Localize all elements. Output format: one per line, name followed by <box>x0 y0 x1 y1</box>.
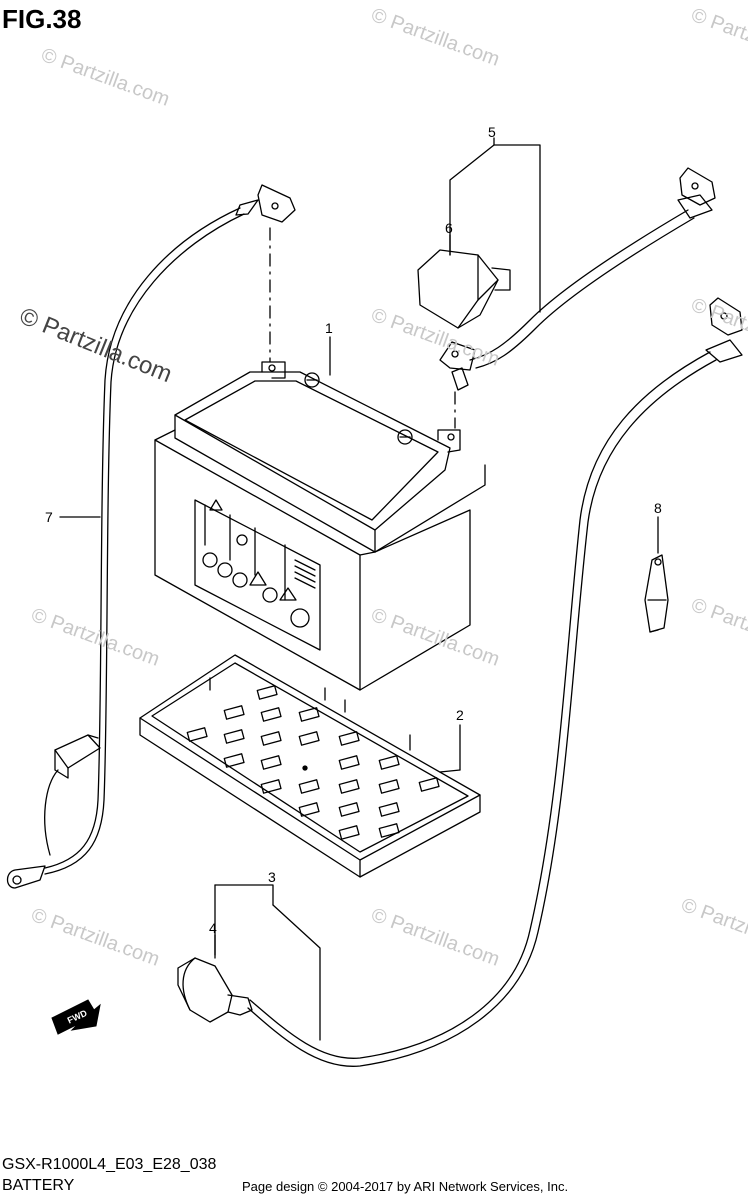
cable-part-3[interactable] <box>247 297 743 1067</box>
callout-1: 1 <box>325 320 333 336</box>
callout-6: 6 <box>445 220 453 236</box>
watermark: © Partzilla.com <box>688 594 748 661</box>
callout-8: 8 <box>654 500 662 516</box>
callout-3: 3 <box>268 869 276 885</box>
watermarks: © Partzilla.com © Partzilla.com © Partzi… <box>16 4 748 971</box>
callout-7: 7 <box>45 509 53 525</box>
terminal-cap-part-4[interactable] <box>177 957 253 1023</box>
watermark: © Partzilla.com <box>368 4 502 71</box>
terminal-cap-part-6[interactable] <box>417 249 511 329</box>
model-code: GSX-R1000L4_E03_E28_038 <box>2 1156 217 1173</box>
watermark: © Partzilla.com <box>368 904 502 971</box>
callout-4: 4 <box>209 920 217 936</box>
watermark-main: © Partzilla.com <box>16 303 176 389</box>
callout-5: 5 <box>488 124 496 140</box>
watermark: © Partzilla.com <box>678 894 748 961</box>
fwd-arrow-icon: FWD <box>51 999 101 1035</box>
cable-part-7[interactable] <box>6 184 296 889</box>
battery-part[interactable] <box>154 361 486 691</box>
watermark: © Partzilla.com <box>368 604 502 671</box>
battery-tray-part[interactable] <box>139 654 481 878</box>
callout-2: 2 <box>456 707 464 723</box>
watermark: © Partzilla.com <box>38 44 172 111</box>
cable-part-5[interactable] <box>439 167 716 429</box>
figure-title: FIG.38 <box>2 4 82 34</box>
band-part-8[interactable] <box>644 554 669 633</box>
watermark: © Partzilla.com <box>28 604 162 671</box>
watermark: © Partzilla.com <box>688 4 748 71</box>
callout-leaders <box>59 137 659 1041</box>
watermark: © Partzilla.com <box>28 904 162 971</box>
section-name: BATTERY <box>2 1177 75 1194</box>
page-credit: Page design © 2004-2017 by ARI Network S… <box>242 1179 569 1194</box>
